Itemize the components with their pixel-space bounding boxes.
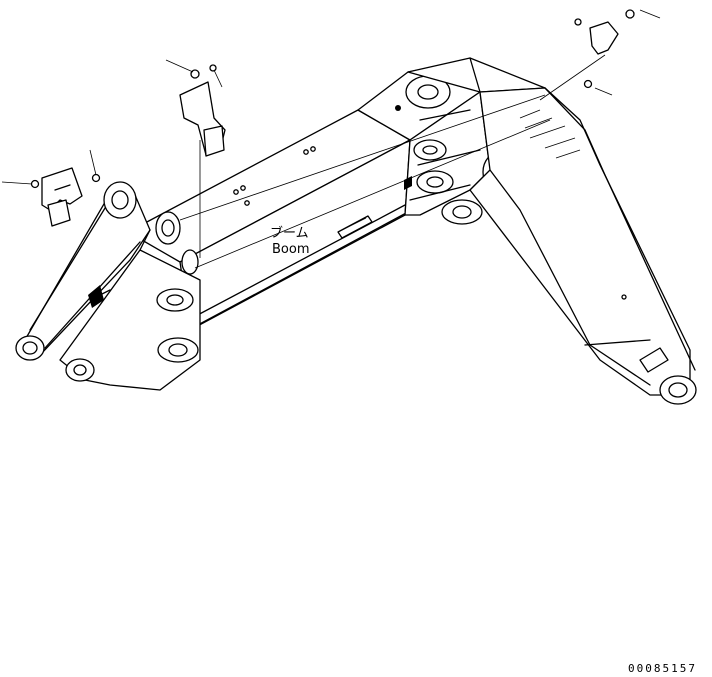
boom-arm — [469, 87, 697, 405]
boom-pivot-section — [357, 57, 546, 225]
bracket-center — [165, 59, 226, 275]
boom-front-link — [15, 181, 201, 391]
bracket-right — [539, 9, 661, 101]
bracket-left — [1, 149, 101, 227]
leader-line-upper — [179, 94, 546, 221]
boom-main-beam — [127, 109, 411, 331]
part-label-en: Boom — [272, 242, 310, 257]
figure-code: 00085157 — [628, 662, 697, 675]
part-label-jp: ブーム — [270, 225, 309, 241]
leader-line-lower — [194, 119, 551, 269]
